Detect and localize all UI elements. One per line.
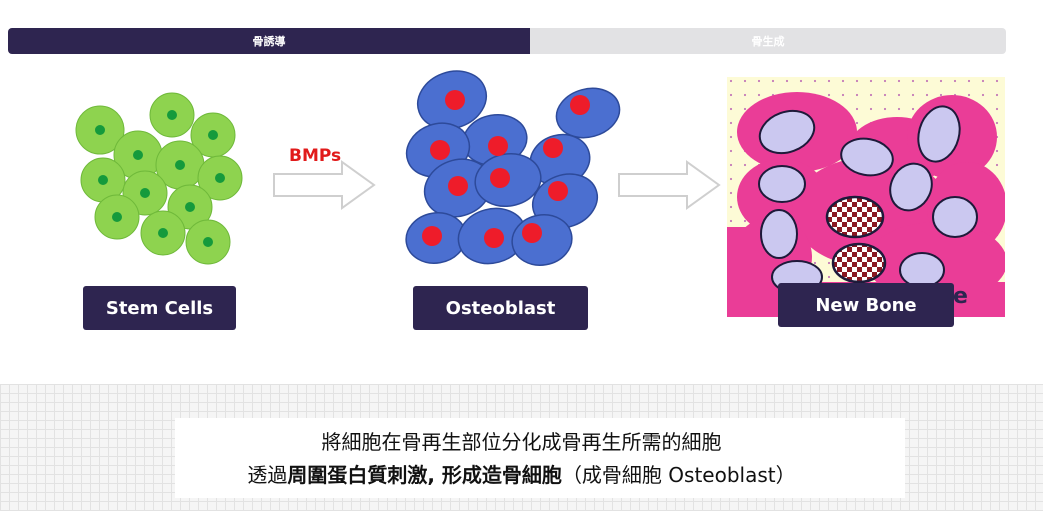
partial-label-text: e (953, 284, 968, 309)
phase-bar-osteogenesis: 骨生成 (530, 28, 1006, 54)
stem-cells-label: Stem Cells (83, 286, 236, 330)
phase-label-osteogenesis: 骨生成 (751, 35, 785, 48)
phase-label-osteoinduction: 骨誘導 (252, 35, 286, 48)
new-bone-illustration (727, 77, 1005, 317)
caption-line-2-bold: 周圍蛋白質刺激, 形成造骨細胞 (287, 463, 562, 487)
caption-line-2-suffix: （成骨細胞 Osteoblast） (561, 463, 796, 487)
stem-cells-illustration (75, 92, 243, 265)
new-bone-label: New Bone (778, 283, 954, 327)
phase-bar-osteoinduction: 骨誘導 (8, 28, 530, 54)
arrow-right-icon (618, 160, 721, 210)
caption-line-2-prefix: 透過 (247, 463, 288, 487)
caption-line-1: 將細胞在骨再生部位分化成骨再生所需的細胞 (321, 430, 722, 454)
osteoblast-illustration (405, 70, 621, 266)
stem-cells-label-text: Stem Cells (105, 297, 214, 319)
caption-line-2: 透過周圍蛋白質刺激, 形成造骨細胞（成骨細胞 Osteoblast） (0, 459, 1043, 488)
caption-panel (175, 418, 905, 498)
bmp-label: BMPs (289, 146, 342, 166)
osteoblast-label: Osteoblast (413, 286, 588, 330)
new-bone-label-text: New Bone (815, 294, 917, 316)
arrow-right-icon (273, 160, 376, 210)
osteoblast-label-text: Osteoblast (445, 297, 556, 319)
